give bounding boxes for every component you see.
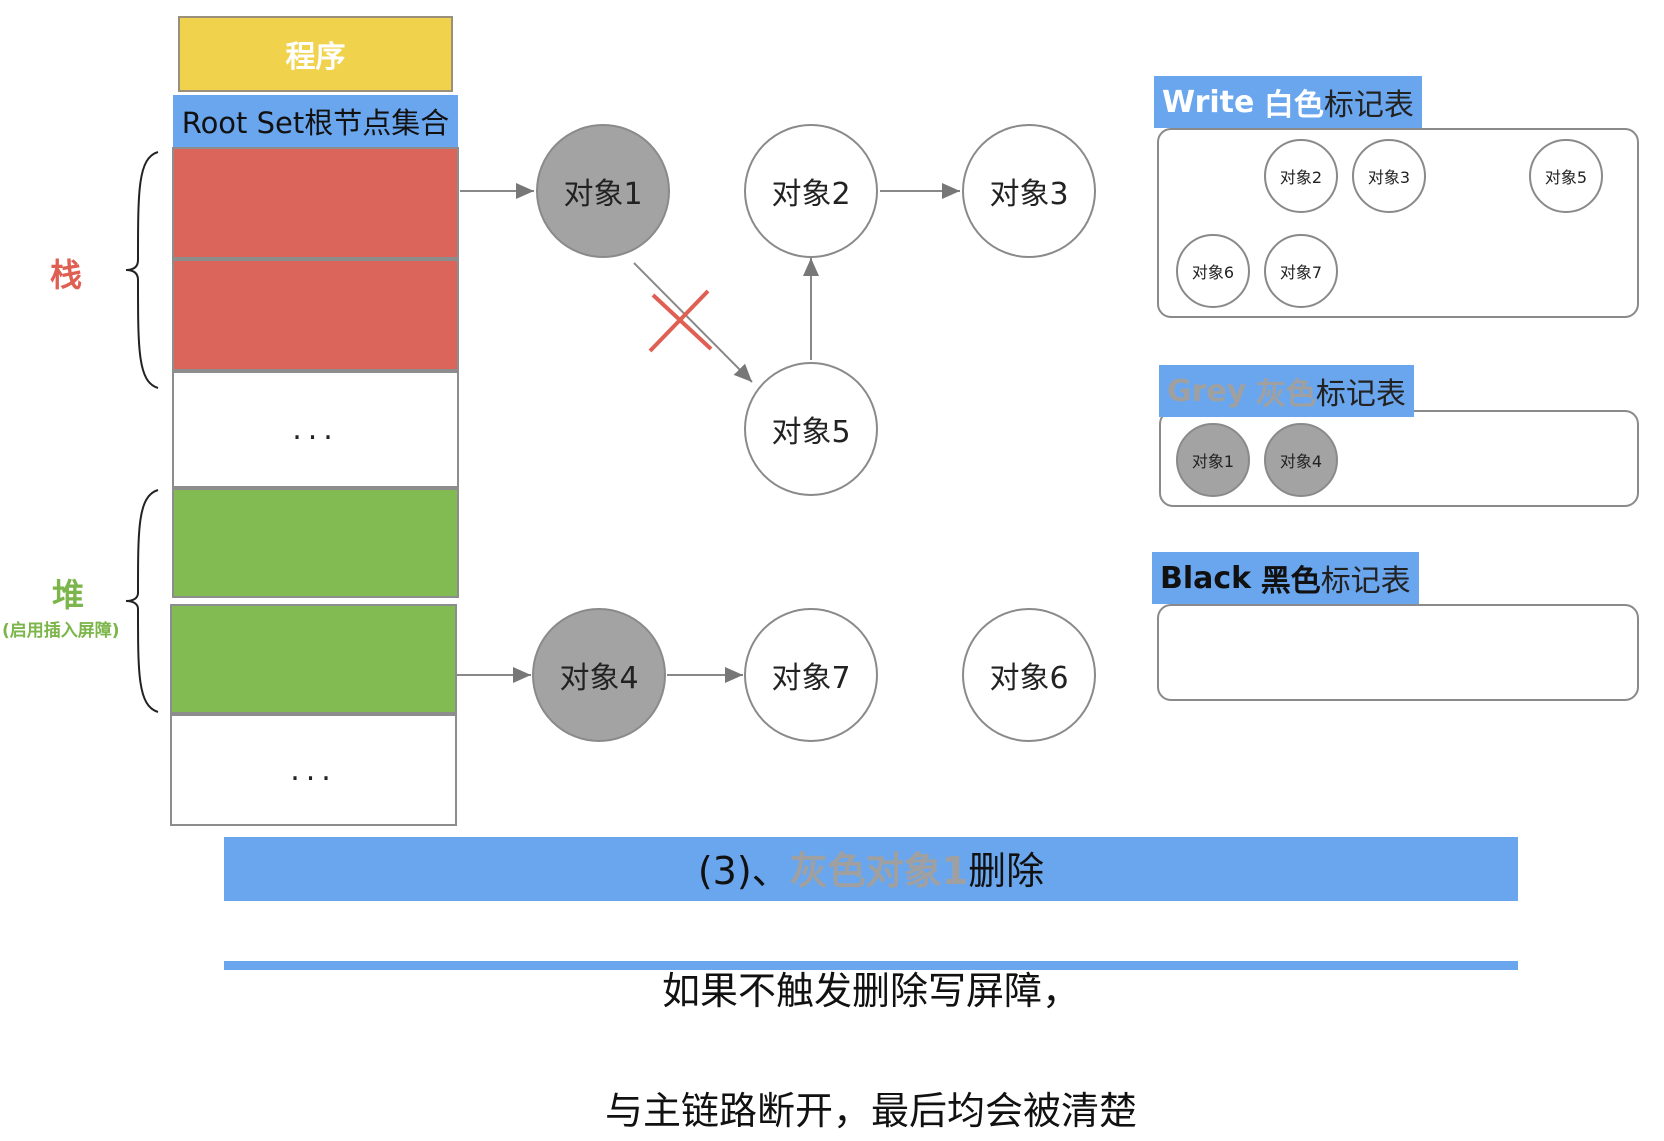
- grey-table-word: Grey: [1167, 373, 1247, 409]
- caption-line2-b: 与主链路断开，最后均会被清楚: [604, 1089, 1137, 1133]
- stack-cell-2: [172, 259, 459, 371]
- heap-cell-2: [170, 604, 457, 714]
- white-item-obj3: 对象3: [1352, 139, 1426, 213]
- heap-note: (启用插入屏障): [2, 621, 120, 641]
- node-obj3: 对象3: [962, 124, 1096, 258]
- graph-edges: [457, 183, 960, 683]
- heap-brace: [125, 489, 159, 713]
- delete-cross-icon: [648, 289, 713, 353]
- black-table-color: 黑色: [1260, 564, 1321, 599]
- stack-ellipsis-cell: ...: [172, 371, 459, 488]
- black-table-suffix: 标记表: [1320, 564, 1411, 599]
- white-item-obj6: 对象6: [1176, 234, 1250, 308]
- white-item-obj5: 对象5: [1529, 139, 1603, 213]
- heap-cell-1: [172, 488, 459, 598]
- grey-table-title: Grey 灰色标记表: [1159, 365, 1414, 417]
- white-item-obj2: 对象2: [1264, 139, 1338, 213]
- heap-label: 堆: [52, 576, 85, 614]
- black-table-box: [1157, 604, 1639, 701]
- stack-label: 栈: [50, 256, 83, 294]
- heap-ellipsis-cell: ...: [170, 714, 457, 826]
- white-table-box: 对象2 对象3 对象5 对象6 对象7: [1157, 128, 1639, 318]
- black-table-word: Black: [1160, 560, 1252, 596]
- stack-cell-1: [172, 147, 459, 259]
- caption-grey-object: 灰色对象1: [789, 849, 969, 893]
- grey-item-obj1: 对象1: [1176, 423, 1250, 497]
- root-set-header: Root Set根节点集合: [173, 95, 458, 147]
- white-table-color: 白色: [1263, 88, 1324, 123]
- white-table-suffix: 标记表: [1323, 88, 1414, 123]
- stack-brace: [125, 151, 159, 389]
- caption-prefix: (3)、: [697, 849, 790, 893]
- heap-ellipsis: ...: [290, 752, 337, 788]
- caption-line-2: 如果不触发删除写屏障，5-2-3路径与主链路断开，最后均会被清楚: [224, 961, 1518, 1141]
- node-obj2: 对象2: [744, 124, 878, 258]
- grey-table-suffix: 标记表: [1315, 377, 1406, 412]
- white-item-obj7: 对象7: [1264, 234, 1338, 308]
- grey-table-color: 灰色: [1255, 377, 1316, 412]
- caption-line-1: (3)、灰色对象1删除对象5: [224, 841, 1518, 961]
- node-obj6: 对象6: [962, 608, 1096, 742]
- black-table-title: Black 黑色标记表: [1152, 552, 1419, 604]
- caption-target-object: 对象5: [224, 901, 1518, 961]
- white-table-title: Write 白色标记表: [1154, 76, 1422, 128]
- caption-path: 5-2-3路径: [224, 1021, 1518, 1081]
- caption-action: 删除: [968, 849, 1045, 893]
- node-obj5: 对象5: [744, 362, 878, 496]
- program-header: 程序: [178, 16, 453, 92]
- grey-table-box: 对象1 对象4: [1159, 410, 1639, 507]
- node-obj4: 对象4: [532, 608, 666, 742]
- caption-box: (3)、灰色对象1删除对象5 如果不触发删除写屏障，5-2-3路径与主链路断开，…: [224, 837, 1518, 1133]
- grey-item-obj4: 对象4: [1264, 423, 1338, 497]
- edge-obj1-obj5: [633, 262, 753, 383]
- node-obj1: 对象1: [536, 124, 670, 258]
- white-table-word: Write: [1162, 84, 1255, 120]
- stack-ellipsis: ...: [292, 412, 339, 447]
- node-obj7: 对象7: [744, 608, 878, 742]
